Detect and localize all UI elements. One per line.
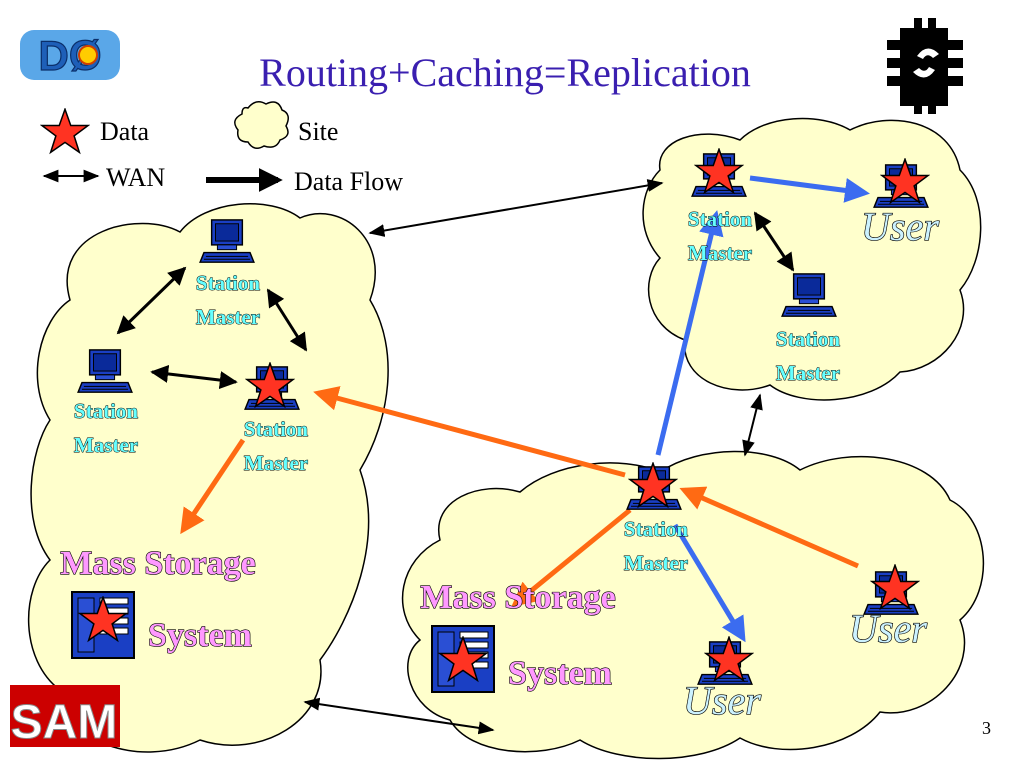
station-master-top-right-lower: Station Master [775, 273, 841, 385]
flow-sm6-sm3 [313, 386, 626, 478]
station-label: Station [196, 271, 261, 295]
flow-sm3-mss-left [180, 438, 246, 535]
user-bottom-right-edge: User [848, 564, 928, 652]
system-label: System [508, 655, 612, 692]
flow-sm4-user-top [749, 175, 870, 203]
user-bottom-center: User [682, 636, 762, 724]
mass-storage-label: Mass Storage [420, 579, 615, 616]
station-master-left-middle: Station Master [73, 349, 139, 457]
flow-sm6-user-bottom [672, 523, 746, 643]
station-label: Station [624, 517, 689, 541]
master-label: Master [74, 433, 138, 457]
system-label: System [148, 617, 252, 654]
page-number: 3 [982, 718, 991, 738]
master-label: Master [776, 361, 840, 385]
legend-site-label: Site [298, 117, 338, 146]
legend-data-star-icon [41, 108, 89, 154]
station-label: Station [776, 327, 841, 351]
user-label: User [683, 678, 761, 723]
link-sm4-sm5 [753, 211, 795, 272]
station-master-left-data: Station Master [243, 362, 309, 475]
d0-logo: DØ [20, 30, 120, 80]
legend-data-label: Data [100, 117, 150, 146]
legend-site-cloud-icon [234, 101, 289, 149]
station-master-bottom-right-data: Station Master [623, 462, 689, 575]
mass-storage-bottom-right: Mass Storage System [420, 578, 616, 693]
slide-title: Routing+Caching=Replication [259, 50, 751, 95]
master-label: Master [196, 305, 260, 329]
sam-logo: SAM [10, 685, 120, 750]
mass-storage-label: Mass Storage [60, 545, 255, 582]
flow-sm6-sm4 [655, 210, 724, 456]
user-label: User [861, 204, 939, 249]
link-sm1-sm2 [116, 266, 187, 335]
master-label: Master [688, 241, 752, 265]
sam-logo-text: SAM [11, 696, 118, 749]
master-label: Master [244, 451, 308, 475]
legend-dataflow-label: Data Flow [294, 167, 403, 196]
station-label: Station [688, 207, 753, 231]
wan-link-left-bottom-right [303, 697, 495, 735]
flow-sm6-mss-bottom [511, 508, 632, 608]
wan-link-top-right-bottom-right [742, 393, 763, 457]
user-top-right: User [860, 158, 940, 250]
mass-storage-left: Mass Storage System [60, 544, 256, 659]
station-master-left-top: Station Master [195, 219, 261, 329]
station-label: Station [74, 399, 139, 423]
fermilab-logo [887, 18, 963, 114]
station-master-top-right-data: Station Master [687, 148, 753, 265]
wan-link-left-top-right [368, 179, 664, 237]
legend-wan-label: WAN [106, 163, 165, 192]
legend: Data Site WAN Data Flow [41, 101, 403, 196]
link-sm2-sm3 [150, 364, 238, 390]
link-sm1-sm3 [266, 288, 308, 352]
user-label: User [849, 606, 927, 651]
flow-user-right-sm6 [679, 486, 860, 569]
station-label: Station [244, 417, 309, 441]
master-label: Master [624, 551, 688, 575]
